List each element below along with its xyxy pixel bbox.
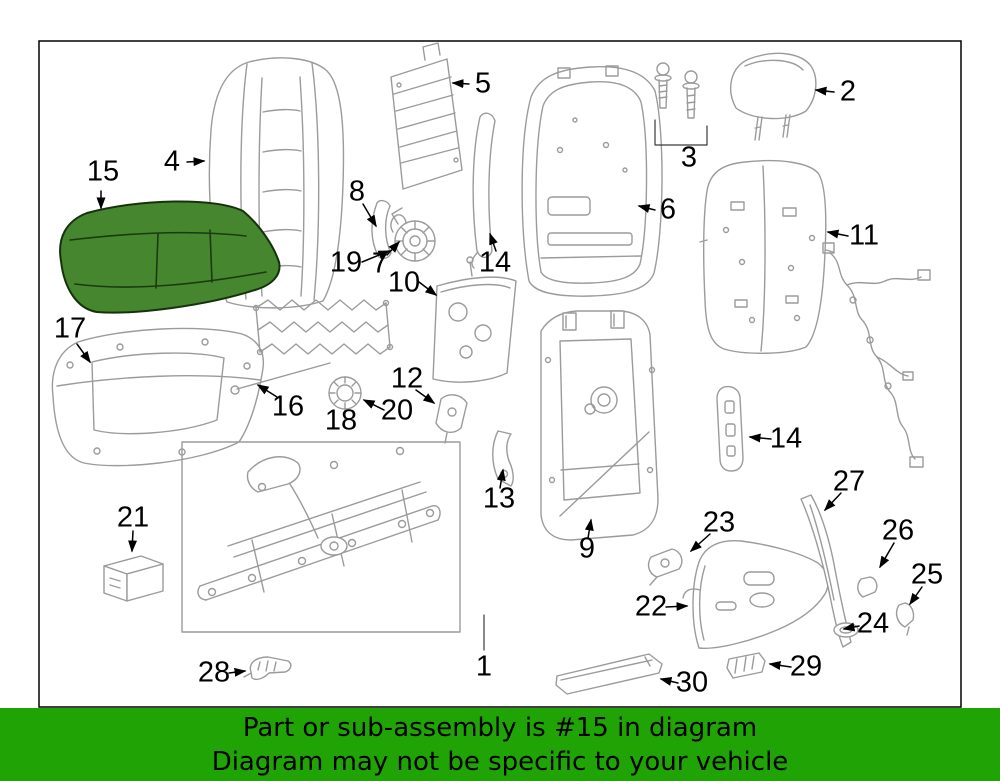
part-2-headrest [730, 52, 817, 141]
callout-9: 9 [578, 532, 596, 565]
callout-10: 10 [387, 266, 421, 299]
part-5-back-panel [390, 42, 463, 190]
callout-14-lower: 14 [769, 422, 803, 455]
callout-26: 26 [881, 514, 915, 547]
callout-19: 19 [329, 246, 363, 279]
part-19-blower [391, 207, 436, 262]
part-13-bracket [492, 430, 514, 487]
banner-line1: Part or sub-assembly is #15 in diagram [242, 712, 758, 743]
part-30-rail [555, 653, 663, 695]
diagram-artwork [38, 40, 962, 708]
callout-4: 4 [163, 145, 181, 178]
part-16-suspension-wires [230, 299, 394, 395]
callout-23: 23 [702, 506, 736, 539]
part-22-side-shield [682, 539, 829, 649]
part-21-module [103, 555, 164, 602]
callout-25: 25 [910, 558, 944, 591]
part-15-seat-cushion-highlighted [59, 200, 281, 314]
callout-18: 18 [324, 404, 358, 437]
callout-12: 12 [390, 362, 424, 395]
footer-banner: Part or sub-assembly is #15 in diagram D… [0, 708, 1000, 781]
part-14-trim-strip-lower [716, 385, 744, 472]
callout-22: 22 [634, 590, 668, 623]
frame-border [38, 40, 962, 708]
part-23-bracket [647, 548, 683, 586]
callout-30: 30 [675, 666, 709, 699]
callout-2: 2 [839, 75, 857, 108]
part-25-clip [895, 602, 915, 636]
part-6-seatback-cover [521, 65, 663, 297]
callout-20: 20 [380, 394, 414, 427]
part-12-bracket [435, 394, 468, 444]
banner-line2: Diagram may not be specific to your vehi… [211, 746, 789, 777]
callout-13: 13 [482, 482, 516, 515]
part-18-track-assembly [181, 441, 461, 633]
callout-8: 8 [348, 175, 366, 208]
callout-29: 29 [789, 650, 823, 683]
callout-3: 3 [680, 141, 698, 174]
callout-7: 7 [371, 247, 389, 280]
callout-17: 17 [53, 312, 87, 345]
part-26-clip [857, 576, 878, 598]
part-11-back-panel [699, 159, 834, 354]
part-17-cushion-pad [51, 327, 265, 467]
part-14-trim-strip-upper [471, 112, 496, 269]
part-29-bracket [726, 652, 766, 679]
part-28-handle [243, 656, 292, 681]
callout-1: 1 [475, 650, 493, 683]
callout-21: 21 [116, 501, 150, 534]
callout-28: 28 [197, 656, 231, 689]
callout-5: 5 [474, 67, 492, 100]
leader-lines-and-arrows [76, 79, 923, 686]
callout-27: 27 [832, 465, 866, 498]
callout-16: 16 [271, 390, 305, 423]
part-20-dial [328, 376, 362, 421]
callout-24: 24 [856, 607, 890, 640]
callout-14-upper: 14 [478, 246, 512, 279]
callout-6: 6 [659, 193, 677, 226]
wiring-harness [822, 242, 931, 468]
callout-15: 15 [86, 155, 120, 188]
part-27-trim [800, 494, 852, 648]
part-7-connector [390, 214, 407, 233]
callout-11: 11 [848, 219, 880, 252]
part-24-cap [833, 622, 859, 638]
part-3-bolts [654, 62, 708, 146]
part-9-seatback-frame [540, 310, 659, 541]
